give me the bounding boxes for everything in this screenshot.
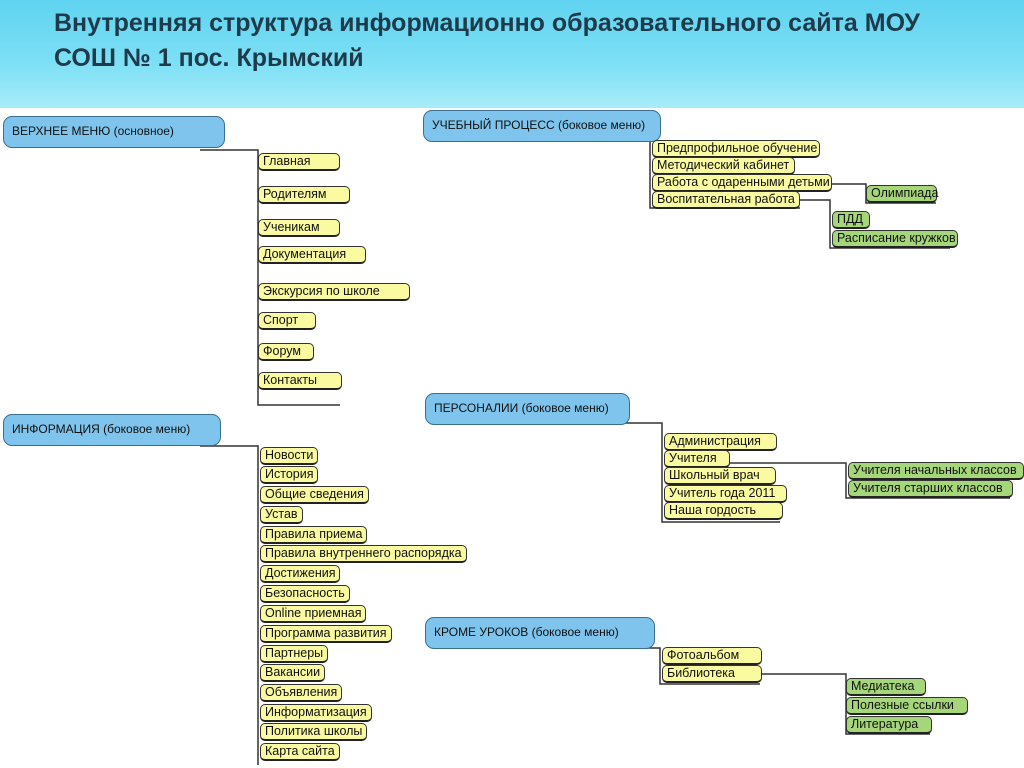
node-persons: ПЕРСОНАЛИИ (боковое меню)	[425, 393, 630, 425]
node-info-items-13: Информатизация	[260, 704, 372, 722]
node-extra-library-sub-1: Полезные ссылки	[846, 697, 968, 715]
node-extra: КРОМЕ УРОКОВ (боковое меню)	[425, 617, 655, 649]
node-study-items-3: Воспитательная работа	[652, 191, 800, 209]
node-top-menu-items-2: Ученикам	[258, 219, 340, 237]
node-persons-teachers-sub-1: Учителя старших классов	[848, 480, 1013, 498]
node-persons-items-3: Учитель года 2011	[664, 485, 787, 503]
node-top-menu-items-1: Родителям	[258, 186, 350, 204]
node-info-items-12: Объявления	[260, 684, 343, 702]
node-top-menu-items-6: Форум	[258, 343, 314, 361]
node-top-menu-items-3: Документация	[258, 246, 366, 264]
node-info-items-8: Online приемная	[260, 605, 367, 623]
node-info-items-7: Безопасность	[260, 585, 350, 603]
slide-header: Внутренняя структура информационно образ…	[0, 0, 1024, 108]
node-info-items-15: Карта сайта	[260, 743, 340, 761]
node-persons-items-4: Наша гордость	[664, 502, 783, 520]
node-info-items-10: Партнеры	[260, 645, 329, 663]
node-info-items-2: Общие сведения	[260, 486, 369, 504]
node-persons-teachers-sub-0: Учителя начальных классов	[848, 462, 1024, 480]
node-study-gifted-sub-0: Олимпиада	[866, 185, 938, 203]
node-extra-library-sub-0: Медиатека	[846, 678, 926, 696]
node-study-upbringing-sub-1: Расписание кружков	[832, 230, 958, 248]
node-study-items-0: Предпрофильное обучение	[652, 140, 820, 158]
node-info-items-6: Достижения	[260, 565, 341, 583]
node-persons-items-2: Школьный врач	[664, 467, 776, 485]
node-top-menu-items-4: Экскурсия по школе	[258, 283, 410, 301]
node-info-items-5: Правила внутреннего распорядка	[260, 545, 467, 563]
node-info-items-0: Новости	[260, 447, 319, 465]
node-info-items-11: Вакансии	[260, 664, 326, 682]
node-top-menu-items-0: Главная	[258, 153, 340, 171]
node-info-items-9: Программа развития	[260, 625, 392, 643]
node-extra-items-1: Библиотека	[662, 665, 762, 683]
slide-title: Внутренняя структура информационно образ…	[54, 9, 920, 72]
node-extra-items-0: Фотоальбом	[662, 647, 762, 665]
node-study: УЧЕБНЫЙ ПРОЦЕСС (боковое меню)	[423, 110, 661, 142]
node-top-menu-items-5: Спорт	[258, 312, 316, 330]
node-info-items-4: Правила приема	[260, 526, 368, 544]
node-persons-items-0: Администрация	[664, 433, 777, 451]
node-top-menu-items-7: Контакты	[258, 372, 342, 390]
node-info: ИНФОРМАЦИЯ (боковое меню)	[3, 414, 221, 446]
node-info-items-14: Политика школы	[260, 723, 368, 741]
node-study-upbringing-sub-0: ПДД	[832, 211, 870, 229]
node-top-menu: ВЕРХНЕЕ МЕНЮ (основное)	[3, 116, 225, 148]
node-persons-items-1: Учителя	[664, 450, 730, 468]
node-extra-library-sub-2: Литература	[846, 716, 932, 734]
node-info-items-3: Устав	[260, 506, 303, 524]
node-study-items-2: Работа с одаренными детьми	[652, 174, 832, 192]
node-study-items-1: Методический кабинет	[652, 157, 795, 175]
node-info-items-1: История	[260, 466, 319, 484]
